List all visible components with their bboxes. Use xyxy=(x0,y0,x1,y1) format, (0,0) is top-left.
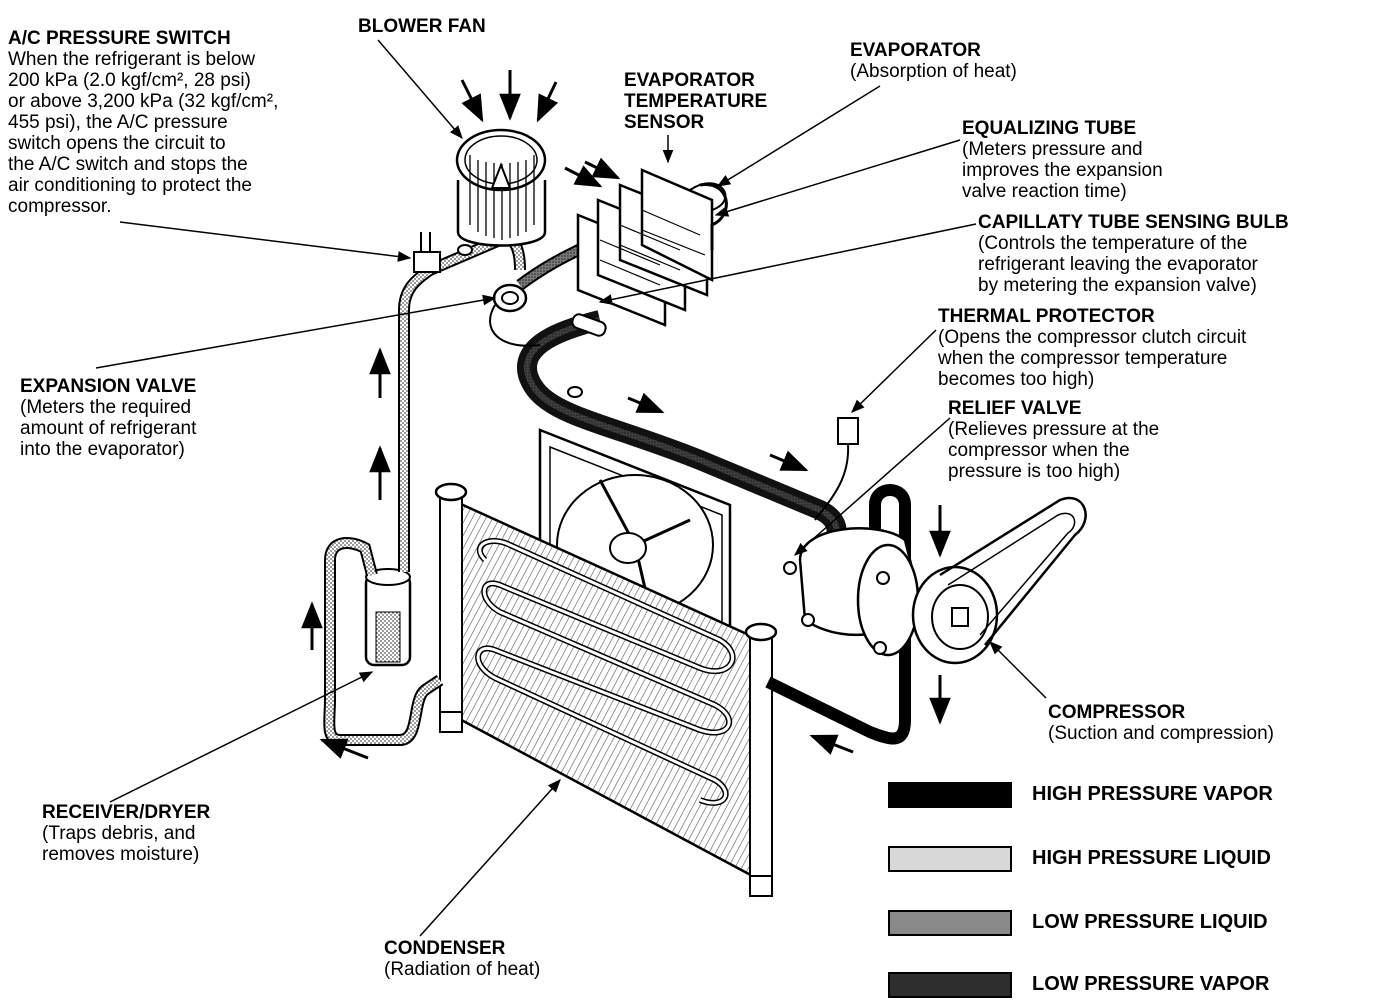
evap-sensor-title-line: SENSOR xyxy=(624,112,705,133)
desc-line: pressure is too high) xyxy=(948,461,1121,482)
desc-line: becomes too high) xyxy=(938,369,1095,390)
flow-arrows xyxy=(301,70,951,760)
ac-pressure-switch-desc: When the refrigerant is below 200 kPa (2… xyxy=(8,49,278,217)
capillary-tube-desc: (Controls the temperature of the refrige… xyxy=(978,233,1289,296)
desc-line: (Traps debris, and xyxy=(42,823,196,844)
desc-line: or above 3,200 kPa (32 kgf/cm², xyxy=(8,91,279,112)
expansion-valve-title: EXPANSION VALVE xyxy=(20,376,197,397)
thermal-protector xyxy=(814,417,859,521)
desc-line: (Opens the compressor clutch circuit xyxy=(938,327,1247,348)
desc-line: compressor. xyxy=(8,196,112,217)
legend-label: LOW PRESSURE LIQUID xyxy=(1032,911,1268,933)
expansion-valve xyxy=(489,283,541,347)
ac-pressure-switch xyxy=(413,232,441,273)
desc-line: improves the expansion xyxy=(962,160,1163,181)
legend-swatch xyxy=(888,910,1012,936)
desc-line: When the refrigerant is below xyxy=(8,49,256,70)
label-relief-valve: RELIEF VALVE (Relieves pressure at the c… xyxy=(948,398,1159,482)
equalizing-tube-title: EQUALIZING TUBE xyxy=(962,118,1137,139)
condenser-desc: (Radiation of heat) xyxy=(384,959,541,980)
label-thermal-protector: THERMAL PROTECTOR (Opens the compressor … xyxy=(938,306,1246,390)
legend-label: LOW PRESSURE VAPOR xyxy=(1032,973,1270,995)
label-expansion-valve: EXPANSION VALVE (Meters the required amo… xyxy=(20,376,196,460)
compressor xyxy=(783,496,1087,665)
desc-line: compressor when the xyxy=(948,440,1130,461)
legend-label: HIGH PRESSURE LIQUID xyxy=(1032,847,1271,869)
capillary-sensing-bulb xyxy=(567,313,607,398)
desc-line: air conditioning to protect the xyxy=(8,175,252,196)
ac-pressure-switch-title: A/C PRESSURE SWITCH xyxy=(8,28,231,49)
desc-line: valve reaction time) xyxy=(962,181,1127,202)
blower-fan xyxy=(455,128,547,256)
thermal-protector-desc: (Opens the compressor clutch circuit whe… xyxy=(938,327,1246,390)
blower-fan-title: BLOWER FAN xyxy=(358,16,486,37)
label-ac-pressure-switch: A/C PRESSURE SWITCH When the refrigerant… xyxy=(8,28,278,217)
evap-sensor-title-line: TEMPERATURE xyxy=(624,91,768,112)
evap-sensor-title-line: EVAPORATOR xyxy=(624,70,755,91)
desc-line: (Meters the required xyxy=(20,397,192,418)
desc-line: by metering the expansion valve) xyxy=(978,275,1257,296)
equalizing-tube-desc: (Meters pressure and improves the expans… xyxy=(962,139,1163,202)
label-capillary-tube-sensing-bulb: CAPILLATY TUBE SENSING BULB (Controls th… xyxy=(978,212,1289,296)
relief-valve-title: RELIEF VALVE xyxy=(948,398,1082,419)
desc-line: 200 kPa (2.0 kgf/cm², 28 psi) xyxy=(8,70,251,91)
compressor-title: COMPRESSOR xyxy=(1048,702,1186,723)
thermal-protector-title: THERMAL PROTECTOR xyxy=(938,306,1155,327)
label-condenser: CONDENSER (Radiation of heat) xyxy=(384,938,540,980)
evaporator-desc: (Absorption of heat) xyxy=(850,61,1017,82)
condenser xyxy=(434,482,778,897)
relief-valve-desc: (Relieves pressure at the compressor whe… xyxy=(948,419,1159,482)
desc-line: amount of refrigerant xyxy=(20,418,197,439)
label-equalizing-tube: EQUALIZING TUBE (Meters pressure and imp… xyxy=(962,118,1163,202)
condenser-title: CONDENSER xyxy=(384,938,506,959)
legend-item-high-pressure-liquid: HIGH PRESSURE LIQUID xyxy=(888,846,1348,876)
compressor-desc: (Suction and compression) xyxy=(1048,723,1274,744)
label-evaporator: EVAPORATOR (Absorption of heat) xyxy=(850,40,1017,82)
receiver-dryer xyxy=(364,568,412,667)
desc-line: (Controls the temperature of the xyxy=(978,233,1248,254)
receiver-dryer-desc: (Traps debris, and removes moisture) xyxy=(42,823,210,865)
desc-line: (Meters pressure and xyxy=(962,139,1143,160)
label-evaporator-temperature-sensor: EVAPORATOR TEMPERATURE SENSOR xyxy=(624,70,767,133)
label-receiver-dryer: RECEIVER/DRYER (Traps debris, and remove… xyxy=(42,802,210,865)
legend-item-high-pressure-vapor: HIGH PRESSURE VAPOR xyxy=(888,782,1348,812)
evaporator-title: EVAPORATOR xyxy=(850,40,981,61)
capillary-tube-title: CAPILLATY TUBE SENSING BULB xyxy=(978,212,1289,233)
legend-swatch xyxy=(888,972,1012,998)
leader-lines xyxy=(95,39,1047,937)
legend-item-low-pressure-vapor: LOW PRESSURE VAPOR xyxy=(888,972,1348,1002)
desc-line: into the evaporator) xyxy=(20,439,185,460)
desc-line: (Relieves pressure at the xyxy=(948,419,1160,440)
desc-line: refrigerant leaving the evaporator xyxy=(978,254,1258,275)
label-blower-fan: BLOWER FAN xyxy=(358,16,486,37)
expansion-valve-desc: (Meters the required amount of refrigera… xyxy=(20,397,196,460)
label-compressor: COMPRESSOR (Suction and compression) xyxy=(1048,702,1274,744)
legend-item-low-pressure-liquid: LOW PRESSURE LIQUID xyxy=(888,910,1348,940)
desc-line: the A/C switch and stops the xyxy=(8,154,248,175)
desc-line: switch opens the circuit to xyxy=(8,133,226,154)
desc-line: removes moisture) xyxy=(42,844,200,865)
desc-line: 455 psi), the A/C pressure xyxy=(8,112,228,133)
legend-swatch xyxy=(888,846,1012,872)
desc-line: when the compressor temperature xyxy=(938,348,1228,369)
receiver-dryer-title: RECEIVER/DRYER xyxy=(42,802,211,823)
legend-label: HIGH PRESSURE VAPOR xyxy=(1032,783,1273,805)
legend-swatch xyxy=(888,782,1012,808)
